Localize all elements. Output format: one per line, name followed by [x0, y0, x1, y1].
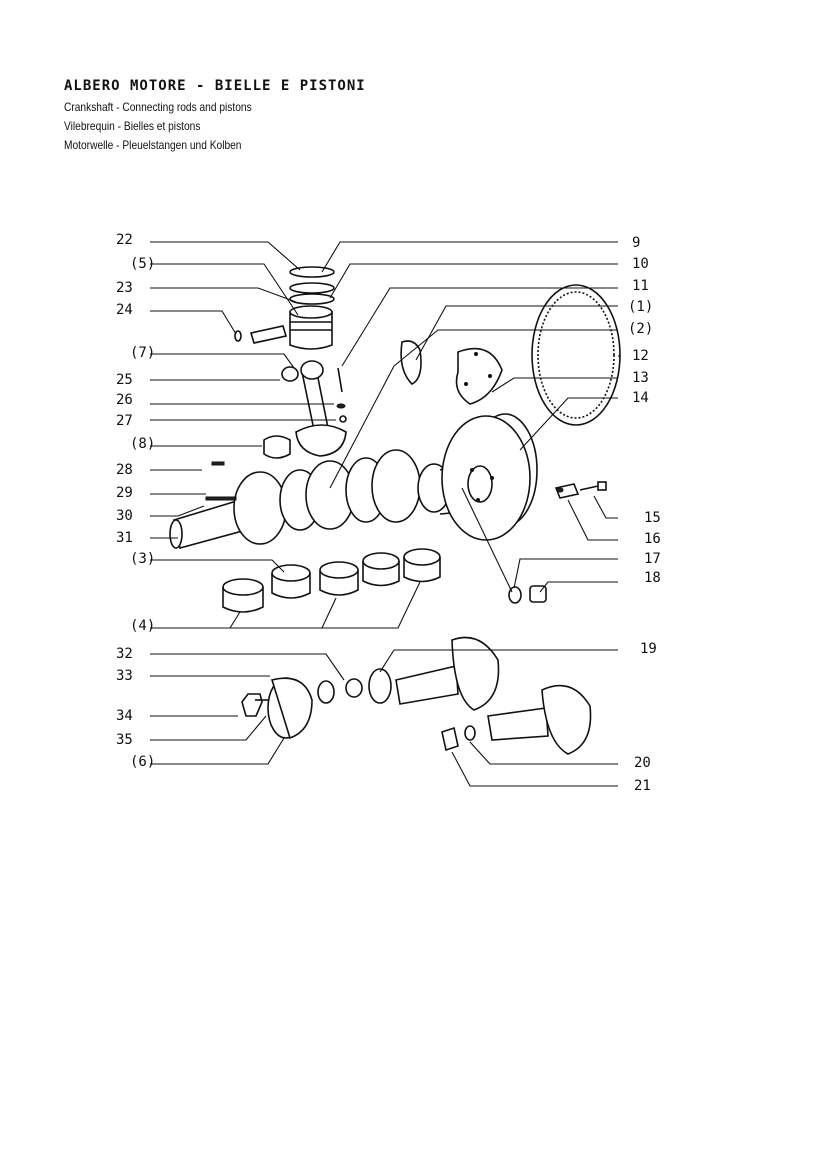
subtitle-german: Motorwelle - Pleuelstangen und Kolben — [64, 138, 242, 152]
subtitle-french: Vilebrequin - Bielles et pistons — [64, 119, 201, 133]
label-18: 18 — [644, 570, 661, 586]
label-12: 12 — [632, 348, 649, 364]
label-4: (4) — [130, 618, 155, 634]
label-21: 21 — [634, 778, 651, 794]
left-labels: 22 (5) 23 24 (7) 25 26 27 (8) 28 29 30 3… — [116, 232, 155, 770]
label-5: (5) — [130, 256, 155, 272]
connecting-rod — [281, 360, 347, 457]
label-30: 30 — [116, 508, 133, 524]
label-13: 13 — [632, 370, 649, 386]
subtitle-english: Crankshaft - Connecting rods and pistons — [64, 100, 252, 114]
label-27: 27 — [116, 413, 133, 429]
label-24: 24 — [116, 302, 133, 318]
flywheel — [441, 413, 538, 541]
label-19: 19 — [640, 641, 657, 657]
label-11: 11 — [632, 278, 649, 294]
thrust-washer — [400, 340, 422, 385]
label-3: (3) — [130, 551, 155, 567]
label-35: 35 — [116, 732, 133, 748]
flywheel-plate — [455, 347, 503, 405]
label-33: 33 — [116, 668, 133, 684]
pilot-bushing — [508, 585, 547, 604]
label-9: 9 — [632, 235, 640, 251]
label-34: 34 — [116, 708, 133, 724]
label-14: 14 — [632, 390, 649, 406]
label-29: 29 — [116, 485, 133, 501]
label-1: (1) — [628, 299, 653, 315]
piston-rings — [289, 266, 335, 305]
flywheel-bolt-washer — [554, 481, 607, 499]
label-7: (7) — [130, 345, 155, 361]
label-22: 22 — [116, 232, 133, 248]
label-15: 15 — [644, 510, 661, 526]
label-25: 25 — [116, 372, 133, 388]
piston — [289, 305, 333, 350]
ring-gear — [531, 284, 621, 426]
label-20: 20 — [634, 755, 651, 771]
right-labels: 9 10 11 (1) (2) 12 13 14 15 16 17 18 19 … — [628, 235, 661, 794]
main-bearing-shells — [222, 548, 441, 613]
label-32: 32 — [116, 646, 133, 662]
leader-lines — [150, 241, 620, 787]
label-2: (2) — [628, 321, 653, 337]
label-28: 28 — [116, 462, 133, 478]
page-title: ALBERO MOTORE - BIELLE E PISTONI — [64, 78, 366, 94]
label-6: (6) — [130, 754, 155, 770]
label-16: 16 — [644, 531, 661, 547]
rod-bearing-shell — [263, 435, 291, 459]
label-23: 23 — [116, 280, 133, 296]
title-block: ALBERO MOTORE - BIELLE E PISTONI Cranksh… — [64, 78, 366, 157]
crankshaft — [169, 449, 463, 549]
crankshaft-nose-detail — [395, 636, 592, 755]
label-8: (8) — [130, 436, 155, 452]
label-17: 17 — [644, 551, 661, 567]
label-26: 26 — [116, 392, 133, 408]
label-31: 31 — [116, 530, 133, 546]
piston-pin — [234, 325, 288, 344]
pulley-assembly — [241, 668, 392, 740]
label-10: 10 — [632, 256, 649, 272]
